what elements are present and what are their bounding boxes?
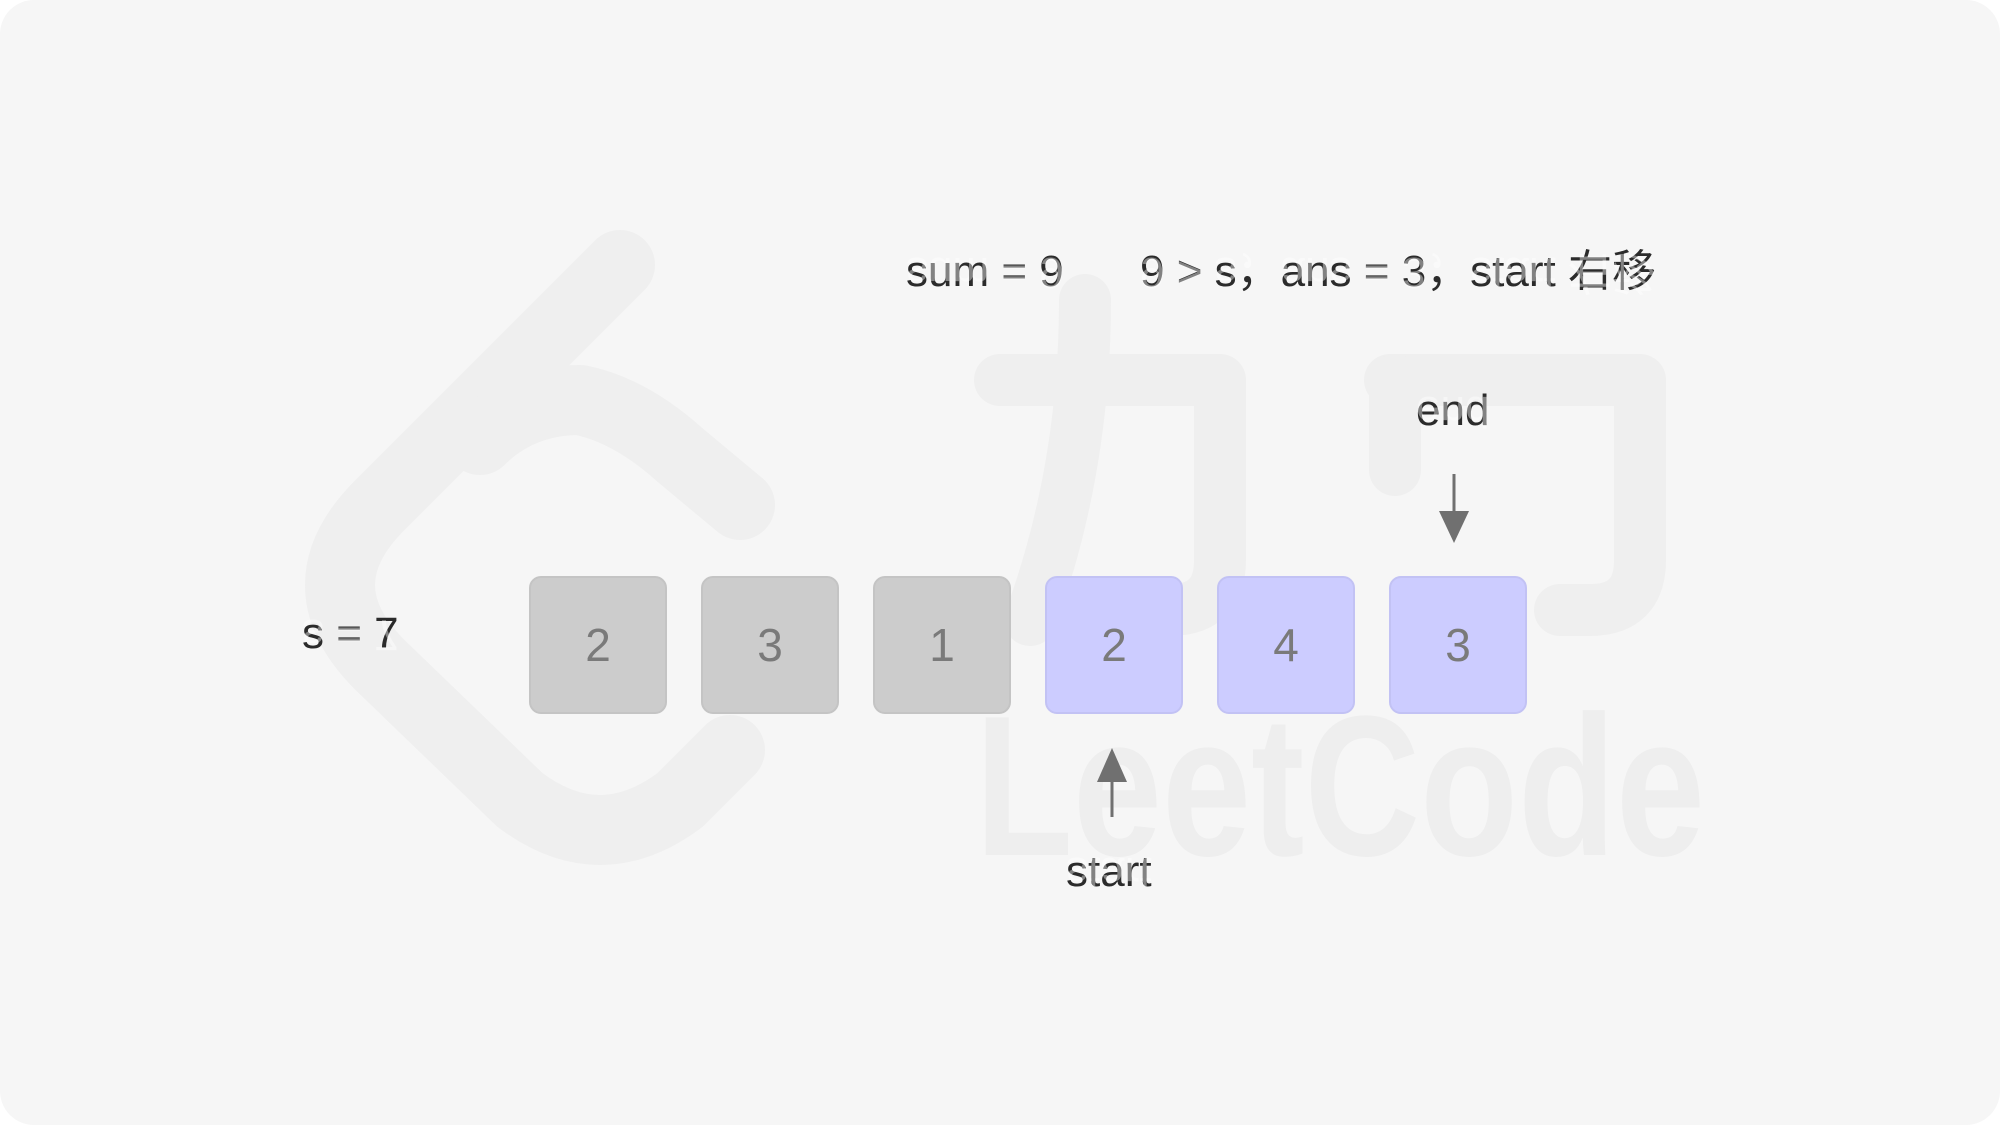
target-text: s = 7 <box>302 609 399 658</box>
start-pointer-label: start start <box>1066 847 1152 897</box>
target-label: s = 7 s = 7 <box>302 609 399 659</box>
leetcode-logo-icon <box>305 230 775 865</box>
end-pointer-text: end <box>1416 386 1490 435</box>
condition-label: 9 > s，ans = 3，start 右移 9 > s，ans = 3，sta… <box>1140 247 1656 297</box>
array-cell: 3 <box>701 576 839 714</box>
array-cells: 2 3 1 2 4 3 <box>529 576 1527 714</box>
array-cell-value: 2 <box>585 619 611 671</box>
array-cell-value: 4 <box>1273 619 1299 671</box>
array-cell-value: 1 <box>929 619 955 671</box>
array-cell-value: 2 <box>1101 619 1127 671</box>
array-cell: 3 <box>1389 576 1527 714</box>
watermark-chinese-glyph-icon <box>974 274 1666 646</box>
array-cell: 2 <box>529 576 667 714</box>
sum-text: sum = 9 <box>906 247 1064 296</box>
array-cell-value: 3 <box>1445 619 1471 671</box>
start-pointer-text: start <box>1066 847 1152 896</box>
sum-label: sum = 9 sum = 9 <box>906 247 1064 297</box>
array-cell: 2 <box>1045 576 1183 714</box>
array-cell: 1 <box>873 576 1011 714</box>
condition-text: 9 > s，ans = 3，start 右移 <box>1140 247 1656 296</box>
array-cell: 4 <box>1217 576 1355 714</box>
array-cell-value: 3 <box>757 619 783 671</box>
end-pointer-label: end end <box>1416 386 1490 436</box>
